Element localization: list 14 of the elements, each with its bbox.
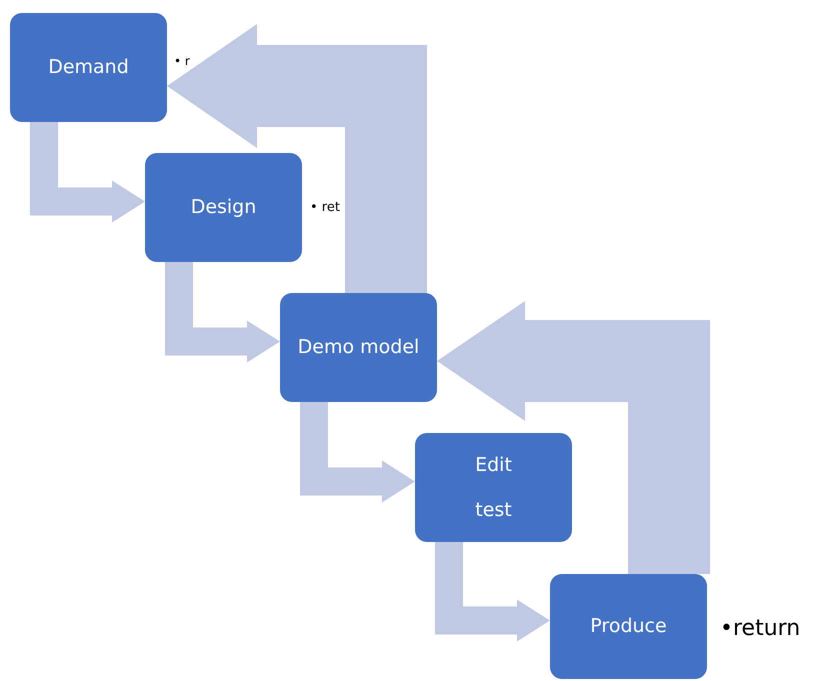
side-note: •return: [720, 616, 800, 642]
step-label: Demo model: [298, 335, 420, 360]
process-box: [280, 293, 437, 402]
step-label: Edit: [475, 452, 512, 478]
process-box: [10, 13, 167, 122]
step-label: Demand: [48, 55, 129, 80]
process-box: [550, 574, 707, 679]
step-label: Produce: [590, 614, 667, 639]
side-note: • ret: [310, 200, 340, 216]
step-label: test: [475, 498, 512, 522]
step-label: Design: [190, 195, 256, 220]
process-box: [145, 153, 302, 262]
process-box: [415, 433, 572, 542]
side-note: • r: [174, 54, 190, 68]
